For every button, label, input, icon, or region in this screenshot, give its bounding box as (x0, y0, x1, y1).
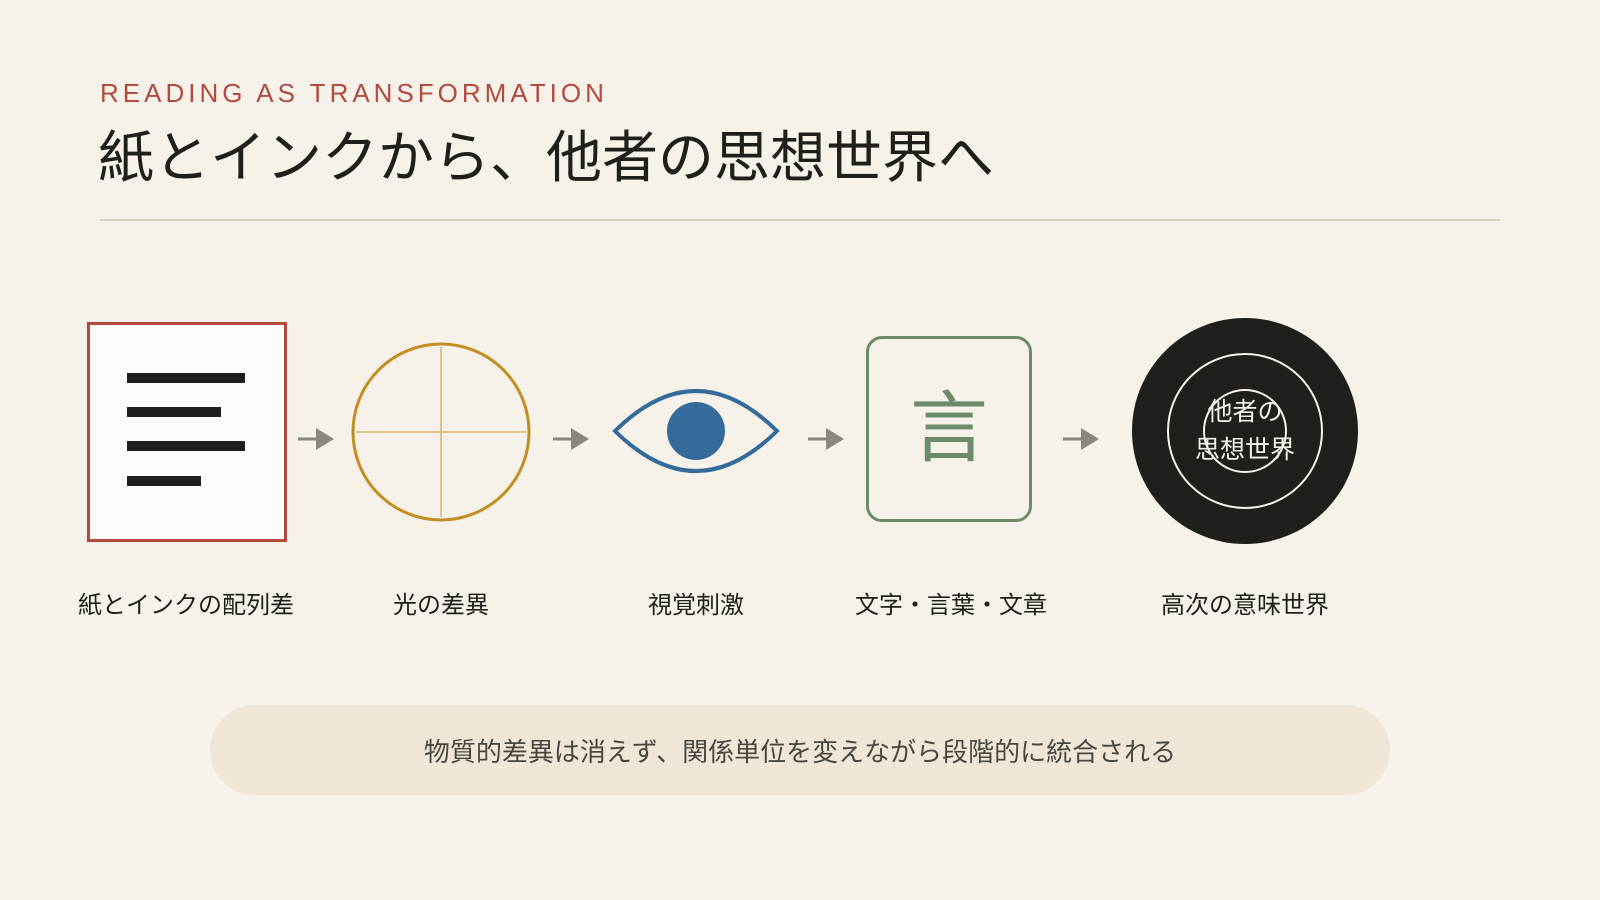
arrow-right-icon (1063, 428, 1099, 450)
meaning-world-text: 他者の 思想世界 (1132, 393, 1358, 469)
word-glyph: 言 (909, 384, 988, 474)
eyebrow: READING AS TRANSFORMATION (100, 78, 608, 108)
arrow-right-icon (553, 428, 589, 450)
document-lines-icon (87, 322, 287, 542)
arrow-right-icon (808, 428, 844, 450)
page-title: 紙とインクから、他者の思想世界へ (98, 126, 994, 191)
step-label-5: 高次の意味世界 (1161, 591, 1329, 619)
header-divider (100, 219, 1500, 221)
light-circle-icon (351, 342, 531, 522)
arrow-right-icon (298, 428, 334, 450)
step-label-2: 光の差異 (393, 591, 489, 619)
step-label-4: 文字・言葉・文章 (855, 591, 1047, 619)
meaning-world-icon (1132, 318, 1358, 544)
eye-icon (612, 389, 780, 473)
summary-pill: 物質的差異は消えず、関係単位を変えながら段階的に統合される (210, 705, 1390, 795)
summary-text: 物質的差異は消えず、関係単位を変えながら段階的に統合される (423, 737, 1177, 768)
word-box-icon: 言 (866, 336, 1032, 522)
step-label-1: 紙とインクの配列差 (78, 591, 294, 619)
step-label-3: 視覚刺激 (648, 591, 744, 619)
meaning-line-1: 他者の (1207, 397, 1283, 426)
meaning-line-2: 思想世界 (1194, 435, 1295, 464)
